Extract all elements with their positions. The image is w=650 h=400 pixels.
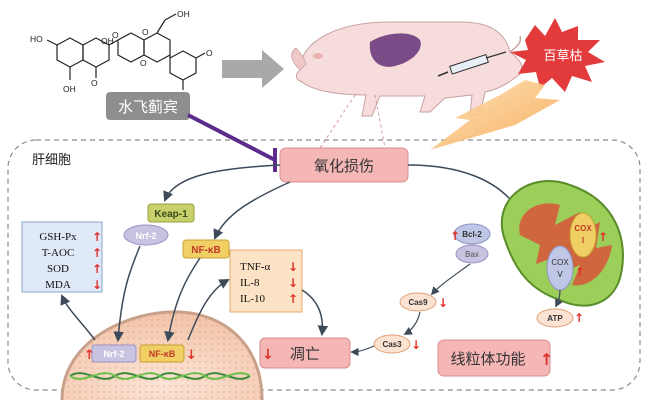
bax-ellipse [455, 244, 489, 264]
atom-label: OH [63, 84, 76, 94]
cas3-trend: ↓ [411, 338, 421, 352]
cytokine-box [229, 249, 303, 313]
cytokine-trend-arrow: ↓ [288, 260, 298, 274]
cell-boundary [7, 139, 641, 391]
cox1-sub: Ⅰ [582, 236, 584, 245]
marker-trend-arrow: ↑ [92, 262, 102, 276]
cox5-label: COX [551, 258, 569, 267]
cytokine-marker: TNF-α [240, 261, 270, 273]
cox1-label: COX [574, 224, 592, 233]
bcl2-ellipse [453, 223, 491, 245]
atom-label: O [140, 58, 147, 68]
cytokine-trend-arrow: ↑ [288, 292, 298, 306]
antioxidant-marker: T-AOC [42, 247, 75, 259]
cas3-ellipse [373, 334, 411, 354]
mito-function-box [437, 339, 551, 377]
nrf2-ellipse [123, 224, 169, 246]
oxidative-damage-label: 氧化损伤 [314, 157, 374, 175]
bax-label: Bax [465, 250, 479, 259]
cox1-ellipse [569, 212, 597, 258]
apoptosis-label: 凋亡 [290, 345, 320, 363]
nfkb-box [182, 239, 230, 259]
nrf2-nuclear-label: Nrf-2 [103, 349, 124, 359]
arrow-cas3-to-apoptosis [350, 345, 375, 357]
antioxidant-marker: SOD [47, 263, 69, 275]
bcl2-label: Bcl-2 [462, 230, 482, 239]
silybin-structure [46, 13, 206, 90]
toxin-burst [510, 18, 605, 92]
antioxidant-marker: GSH-Px [39, 231, 77, 243]
antioxidant-marker-list: GSH-Px ↑ T-AOC ↑ SOD ↑ MDA ↓ [39, 230, 102, 292]
liver-link-dash [374, 94, 386, 149]
arrow-to-nfkb [213, 181, 291, 240]
atom-label: O [142, 27, 149, 37]
cas9-ellipse [399, 292, 437, 312]
arrow-cox-to-atp [555, 289, 563, 308]
arrow-to-markers [60, 294, 96, 341]
mito-function-trend: ↑ [540, 350, 553, 369]
marker-trend-arrow: ↓ [92, 278, 102, 292]
nrf2-label: Nrf-2 [135, 231, 156, 241]
atom-label: O [206, 48, 213, 58]
atp-label: ATP [547, 314, 563, 323]
antioxidant-box [21, 221, 103, 293]
cytokine-trend-arrow: ↓ [288, 276, 298, 290]
cas9-trend: ↓ [438, 296, 448, 310]
mito-function-label: 线粒体功能 [450, 350, 525, 368]
damage-bolt [430, 80, 560, 150]
liver-shape [369, 33, 421, 67]
syringe-icon [437, 51, 507, 77]
mitochondrion [500, 180, 624, 307]
nfkb-nuclear-label: NF-κB [149, 349, 176, 359]
marker-trend-arrow: ↑ [92, 230, 102, 244]
grey-arrow [222, 50, 284, 88]
liver-link-dash [319, 94, 356, 149]
arrow-nfkb-to-nucleus [164, 257, 201, 343]
cas3-label: Cas3 [382, 340, 402, 349]
cas9-label: Cas9 [408, 298, 428, 307]
nfkb-label: NF-κB [191, 245, 220, 256]
atp-trend: ↑ [574, 311, 584, 325]
compound-label-box [106, 92, 190, 120]
arrow-to-keap [163, 164, 281, 202]
arrow-nrf2-to-nucleus [113, 245, 141, 343]
marker-trend-arrow: ↑ [92, 246, 102, 260]
cox5-sub: Ⅴ [557, 270, 563, 279]
arrow-bax-to-cas9 [430, 263, 471, 296]
nrf2-nuclear-box [91, 344, 137, 363]
arrow-cas9-to-cas3 [403, 311, 421, 335]
cytokine-marker: IL-8 [240, 277, 260, 289]
arrow-to-mito [407, 164, 522, 214]
cox5-ellipse [546, 245, 574, 291]
pig-illustration [291, 21, 523, 117]
cox5-trend: ↑ [575, 265, 585, 279]
atom-label: HO [30, 34, 43, 44]
down-arrow-indicator: ↓ [186, 348, 197, 363]
cytokine-list: TNF-α ↓ IL-8 ↓ IL-10 ↑ [240, 260, 298, 306]
up-arrow-indicator: ↑ [84, 348, 95, 363]
nfkb-nuclear-box [139, 344, 185, 363]
apoptosis-box [259, 337, 351, 369]
cytokine-marker: IL-10 [240, 293, 266, 305]
bcl2-trend: ↑ [450, 229, 460, 243]
antioxidant-marker: MDA [45, 279, 71, 291]
inhibition-line [187, 113, 276, 162]
cell-label: 肝细胞 [32, 153, 71, 168]
apoptosis-trend: ↓ [262, 347, 274, 363]
keap1-label: Keap-1 [154, 209, 188, 220]
arrow-to-cytokines [187, 278, 230, 341]
atom-label: OH [101, 36, 114, 46]
cox1-trend: ↑ [598, 230, 608, 244]
atom-label: O [112, 30, 119, 40]
atom-label: O [91, 78, 98, 88]
compound-label: 水飞蓟宾 [118, 98, 178, 116]
arrow-cytokine-to-apoptosis [301, 289, 329, 337]
atp-ellipse [536, 308, 574, 328]
dna-helix [69, 372, 251, 380]
toxin-label: 百草枯 [543, 49, 582, 64]
atom-label: OH [177, 9, 190, 19]
nucleus-membrane [60, 310, 264, 400]
keap1-box [147, 203, 195, 223]
